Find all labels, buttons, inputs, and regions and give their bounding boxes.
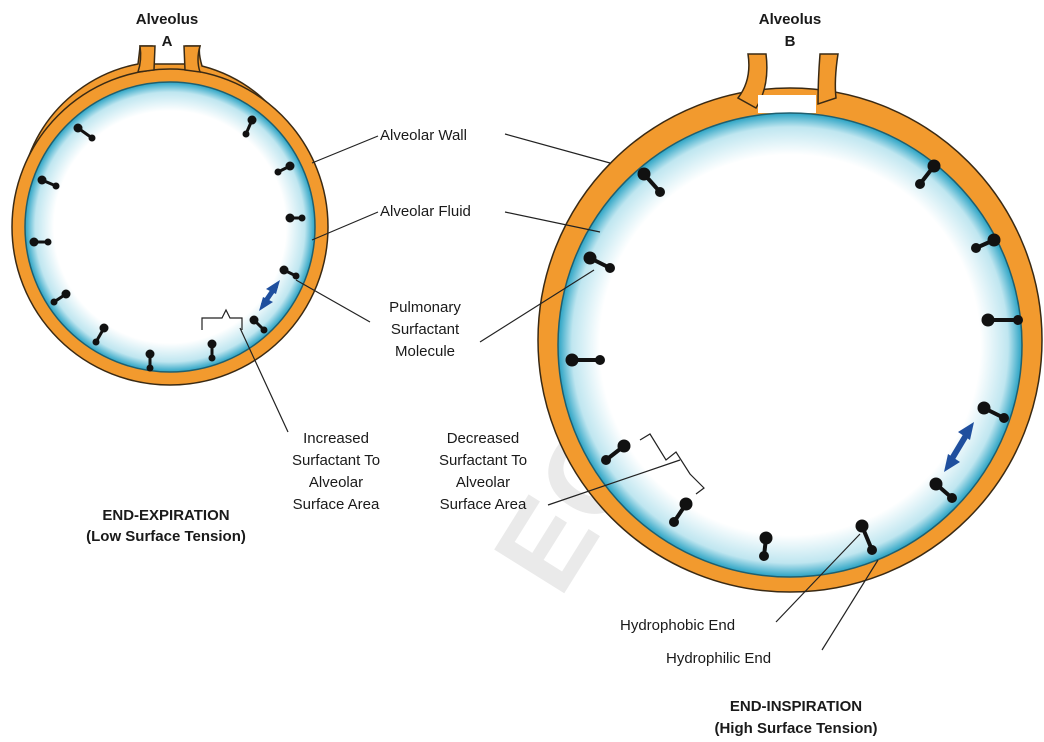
surfactant-molecule — [601, 439, 631, 465]
end-expiration-subcaption: (Low Surface Tension) — [86, 528, 246, 545]
increased-label-3: Alveolar — [309, 474, 363, 491]
alveolus-b-title-line1: Alveolus — [759, 11, 822, 28]
surfactant-molecule — [981, 313, 1023, 327]
surfactant-molecule-label-2: Surfactant — [391, 321, 460, 338]
end-inspiration-subcaption: (High Surface Tension) — [714, 720, 877, 737]
surfactant-molecule — [92, 323, 109, 346]
surfactant-molecule — [145, 349, 155, 372]
alveolus-a-fluid — [24, 81, 316, 373]
alveolus-b — [537, 53, 1043, 593]
surfactant-molecule — [637, 167, 665, 197]
alveolus-b-duct-right — [817, 53, 839, 106]
decreased-label-1: Decreased — [447, 430, 520, 447]
decreased-label-4: Surface Area — [440, 496, 527, 513]
alveolus-a-duct-right — [183, 45, 202, 73]
alveolus-a-title-line2: A — [162, 33, 173, 50]
end-inspiration-caption: END-INSPIRATION — [730, 698, 862, 715]
increased-label-1: Increased — [303, 430, 369, 447]
surfactant-molecule — [759, 531, 773, 561]
alveolus-b-double-arrow — [944, 422, 974, 472]
surfactant-molecule — [249, 315, 268, 334]
surfactant-molecule — [855, 519, 877, 555]
surfactant-molecule — [242, 115, 257, 138]
alveolus-a-title-line1: Alveolus — [136, 11, 199, 28]
alveolar-wall-label: Alveolar Wall — [380, 127, 467, 144]
surfactant-molecule — [977, 401, 1009, 423]
surfactant-molecule — [37, 175, 60, 190]
increased-label-4: Surface Area — [293, 496, 380, 513]
surfactant-molecule — [565, 353, 605, 367]
hydrophilic-end-label: Hydrophilic End — [666, 650, 771, 667]
surfactant-molecule — [279, 265, 300, 280]
surfactant-molecule — [285, 213, 306, 223]
end-expiration-caption: END-EXPIRATION — [102, 507, 229, 524]
surfactant-molecule — [50, 289, 71, 306]
surfactant-molecule — [915, 159, 941, 189]
surfactant-molecule — [274, 161, 295, 176]
alveolus-a-duct-left — [136, 45, 156, 73]
increased-label-2: Surfactant To — [292, 452, 380, 469]
alveolus-a-bracket — [201, 308, 243, 330]
decreased-label-3: Alveolar — [456, 474, 510, 491]
decreased-label-2: Surfactant To — [439, 452, 527, 469]
surfactant-molecule-label-3: Molecule — [395, 343, 455, 360]
surfactant-molecule-label-1: Pulmonary — [389, 299, 461, 316]
alveolus-b-bracket — [639, 433, 705, 495]
surfactant-molecule — [971, 233, 1001, 253]
leader-lines — [239, 133, 879, 651]
alveolus-b-title-line2: B — [785, 33, 796, 50]
surfactant-molecule — [669, 497, 693, 527]
alveolus-b-fluid — [557, 112, 1023, 578]
surfactant-molecule — [29, 237, 52, 247]
alveolus-a — [11, 45, 329, 386]
surfactant-molecule — [583, 251, 615, 273]
hydrophobic-end-label: Hydrophobic End — [620, 617, 735, 634]
alveolus-a-molecules — [29, 115, 306, 372]
surfactant-molecule — [929, 477, 957, 503]
alveolar-fluid-label: Alveolar Fluid — [380, 203, 471, 220]
alveolus-b-molecules — [565, 159, 1023, 561]
surfactant-molecule — [207, 339, 217, 362]
alveolus-a-double-arrow — [259, 280, 280, 311]
surfactant-molecule — [73, 123, 96, 142]
